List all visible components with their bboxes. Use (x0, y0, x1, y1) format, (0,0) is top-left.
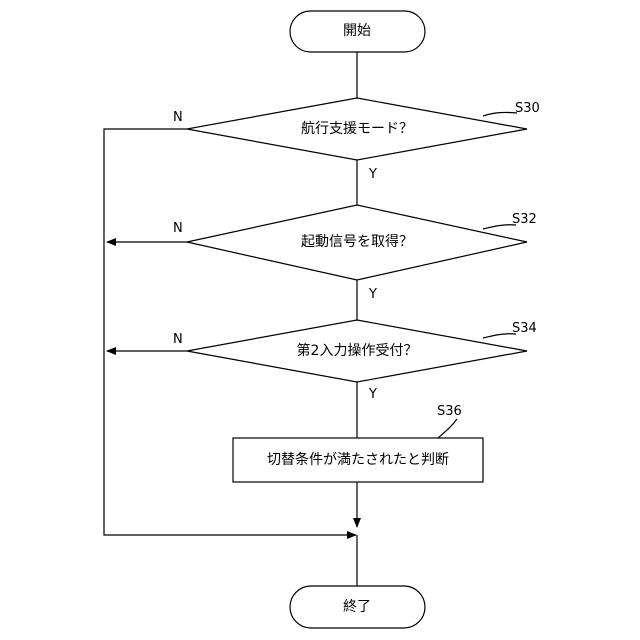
start-label: 開始 (343, 23, 371, 39)
step-number-s32: S32 (512, 212, 537, 227)
decision-s34-label: 第2入力操作受付？ (297, 342, 418, 359)
process-s36-label: 切替条件が満たされたと判断 (267, 451, 449, 468)
decision-s30: 航行支援モード？ (187, 98, 527, 160)
step-leader-s36 (438, 419, 457, 438)
step-number-s30: S30 (515, 101, 540, 116)
step-leader-s30 (483, 112, 517, 116)
branch-yes-s30: Y (368, 167, 377, 182)
branch-no-s30: N (173, 110, 183, 125)
step-number-s36: S36 (437, 404, 462, 419)
decision-s32-label: 起動信号を取得？ (301, 233, 413, 250)
branch-no-s32: N (173, 221, 183, 236)
decision-s34: 第2入力操作受付？ (187, 320, 527, 382)
branch-yes-s34: Y (368, 387, 377, 402)
end-node: 終了 (290, 586, 425, 628)
end-label: 終了 (343, 599, 371, 615)
branch-no-s34: N (173, 332, 183, 347)
branch-yes-s32: Y (368, 287, 377, 302)
step-number-s34: S34 (512, 321, 537, 336)
process-s36: 切替条件が満たされたと判断 (233, 438, 483, 482)
decision-s30-label: 航行支援モード？ (301, 121, 413, 137)
decision-s32: 起動信号を取得？ (187, 205, 527, 280)
start-node: 開始 (290, 11, 425, 52)
